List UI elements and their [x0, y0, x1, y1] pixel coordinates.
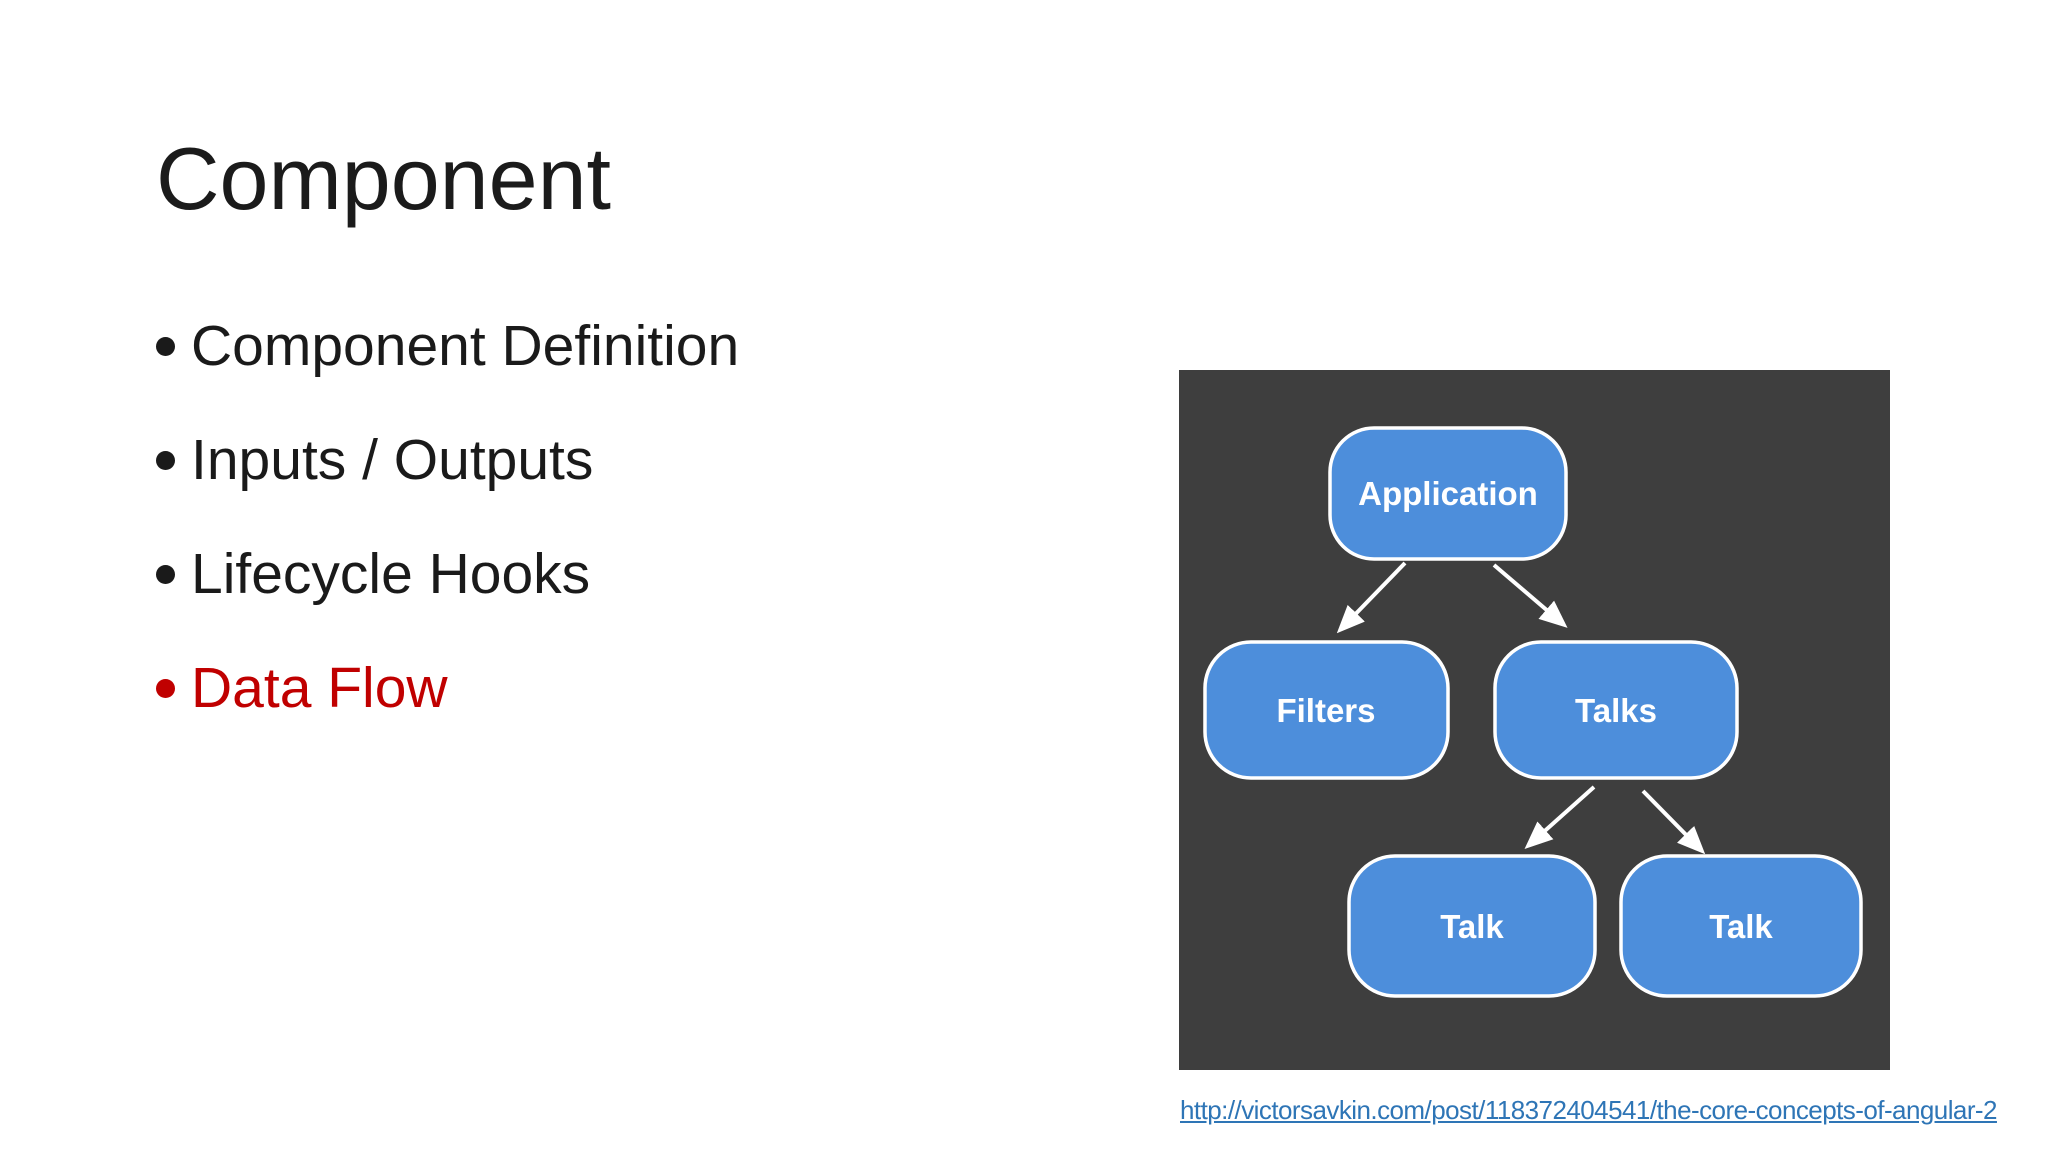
- slide-title: Component: [156, 129, 611, 228]
- node-application-label: Application: [1358, 475, 1538, 512]
- bullet-dot: [156, 564, 175, 584]
- bullet-dot: [156, 450, 175, 470]
- node-talk-right: Talk: [1619, 854, 1863, 998]
- bullet-item-component-definition: Component Definition: [150, 312, 739, 380]
- node-talks-label: Talks: [1575, 692, 1657, 729]
- bullet-label: Inputs / Outputs: [191, 428, 594, 492]
- bullet-list: Component Definition Inputs / Outputs Li…: [150, 312, 739, 768]
- node-talk-left-label: Talk: [1440, 908, 1504, 945]
- bullet-item-data-flow: Data Flow: [150, 654, 739, 722]
- source-url-link[interactable]: http://victorsavkin.com/post/11837240454…: [1180, 1095, 1998, 1125]
- arrow-talks-to-talk-left: [1524, 785, 1596, 849]
- bullet-dot: [156, 678, 175, 698]
- bullet-label: Component Definition: [191, 314, 740, 378]
- arrow-talks-to-talk-right: [1641, 789, 1706, 855]
- bullet-label: Lifecycle Hooks: [191, 542, 591, 606]
- component-tree-diagram: Application Filters Talks Talk Talk: [1179, 370, 1890, 1070]
- diagram-svg: Application Filters Talks Talk Talk: [1203, 426, 1863, 998]
- bullet-item-inputs-outputs: Inputs / Outputs: [150, 426, 739, 494]
- bullet-label: Data Flow: [191, 656, 448, 720]
- node-filters: Filters: [1203, 640, 1450, 780]
- bullet-dot: [156, 336, 175, 356]
- node-talks: Talks: [1493, 640, 1739, 780]
- node-talk-left: Talk: [1347, 854, 1597, 998]
- node-application: Application: [1328, 426, 1568, 561]
- node-talk-right-label: Talk: [1709, 908, 1773, 945]
- arrow-application-to-talks: [1492, 563, 1568, 628]
- bullet-item-lifecycle-hooks: Lifecycle Hooks: [150, 540, 739, 608]
- arrow-application-to-filters: [1336, 561, 1407, 634]
- node-filters-label: Filters: [1276, 692, 1375, 729]
